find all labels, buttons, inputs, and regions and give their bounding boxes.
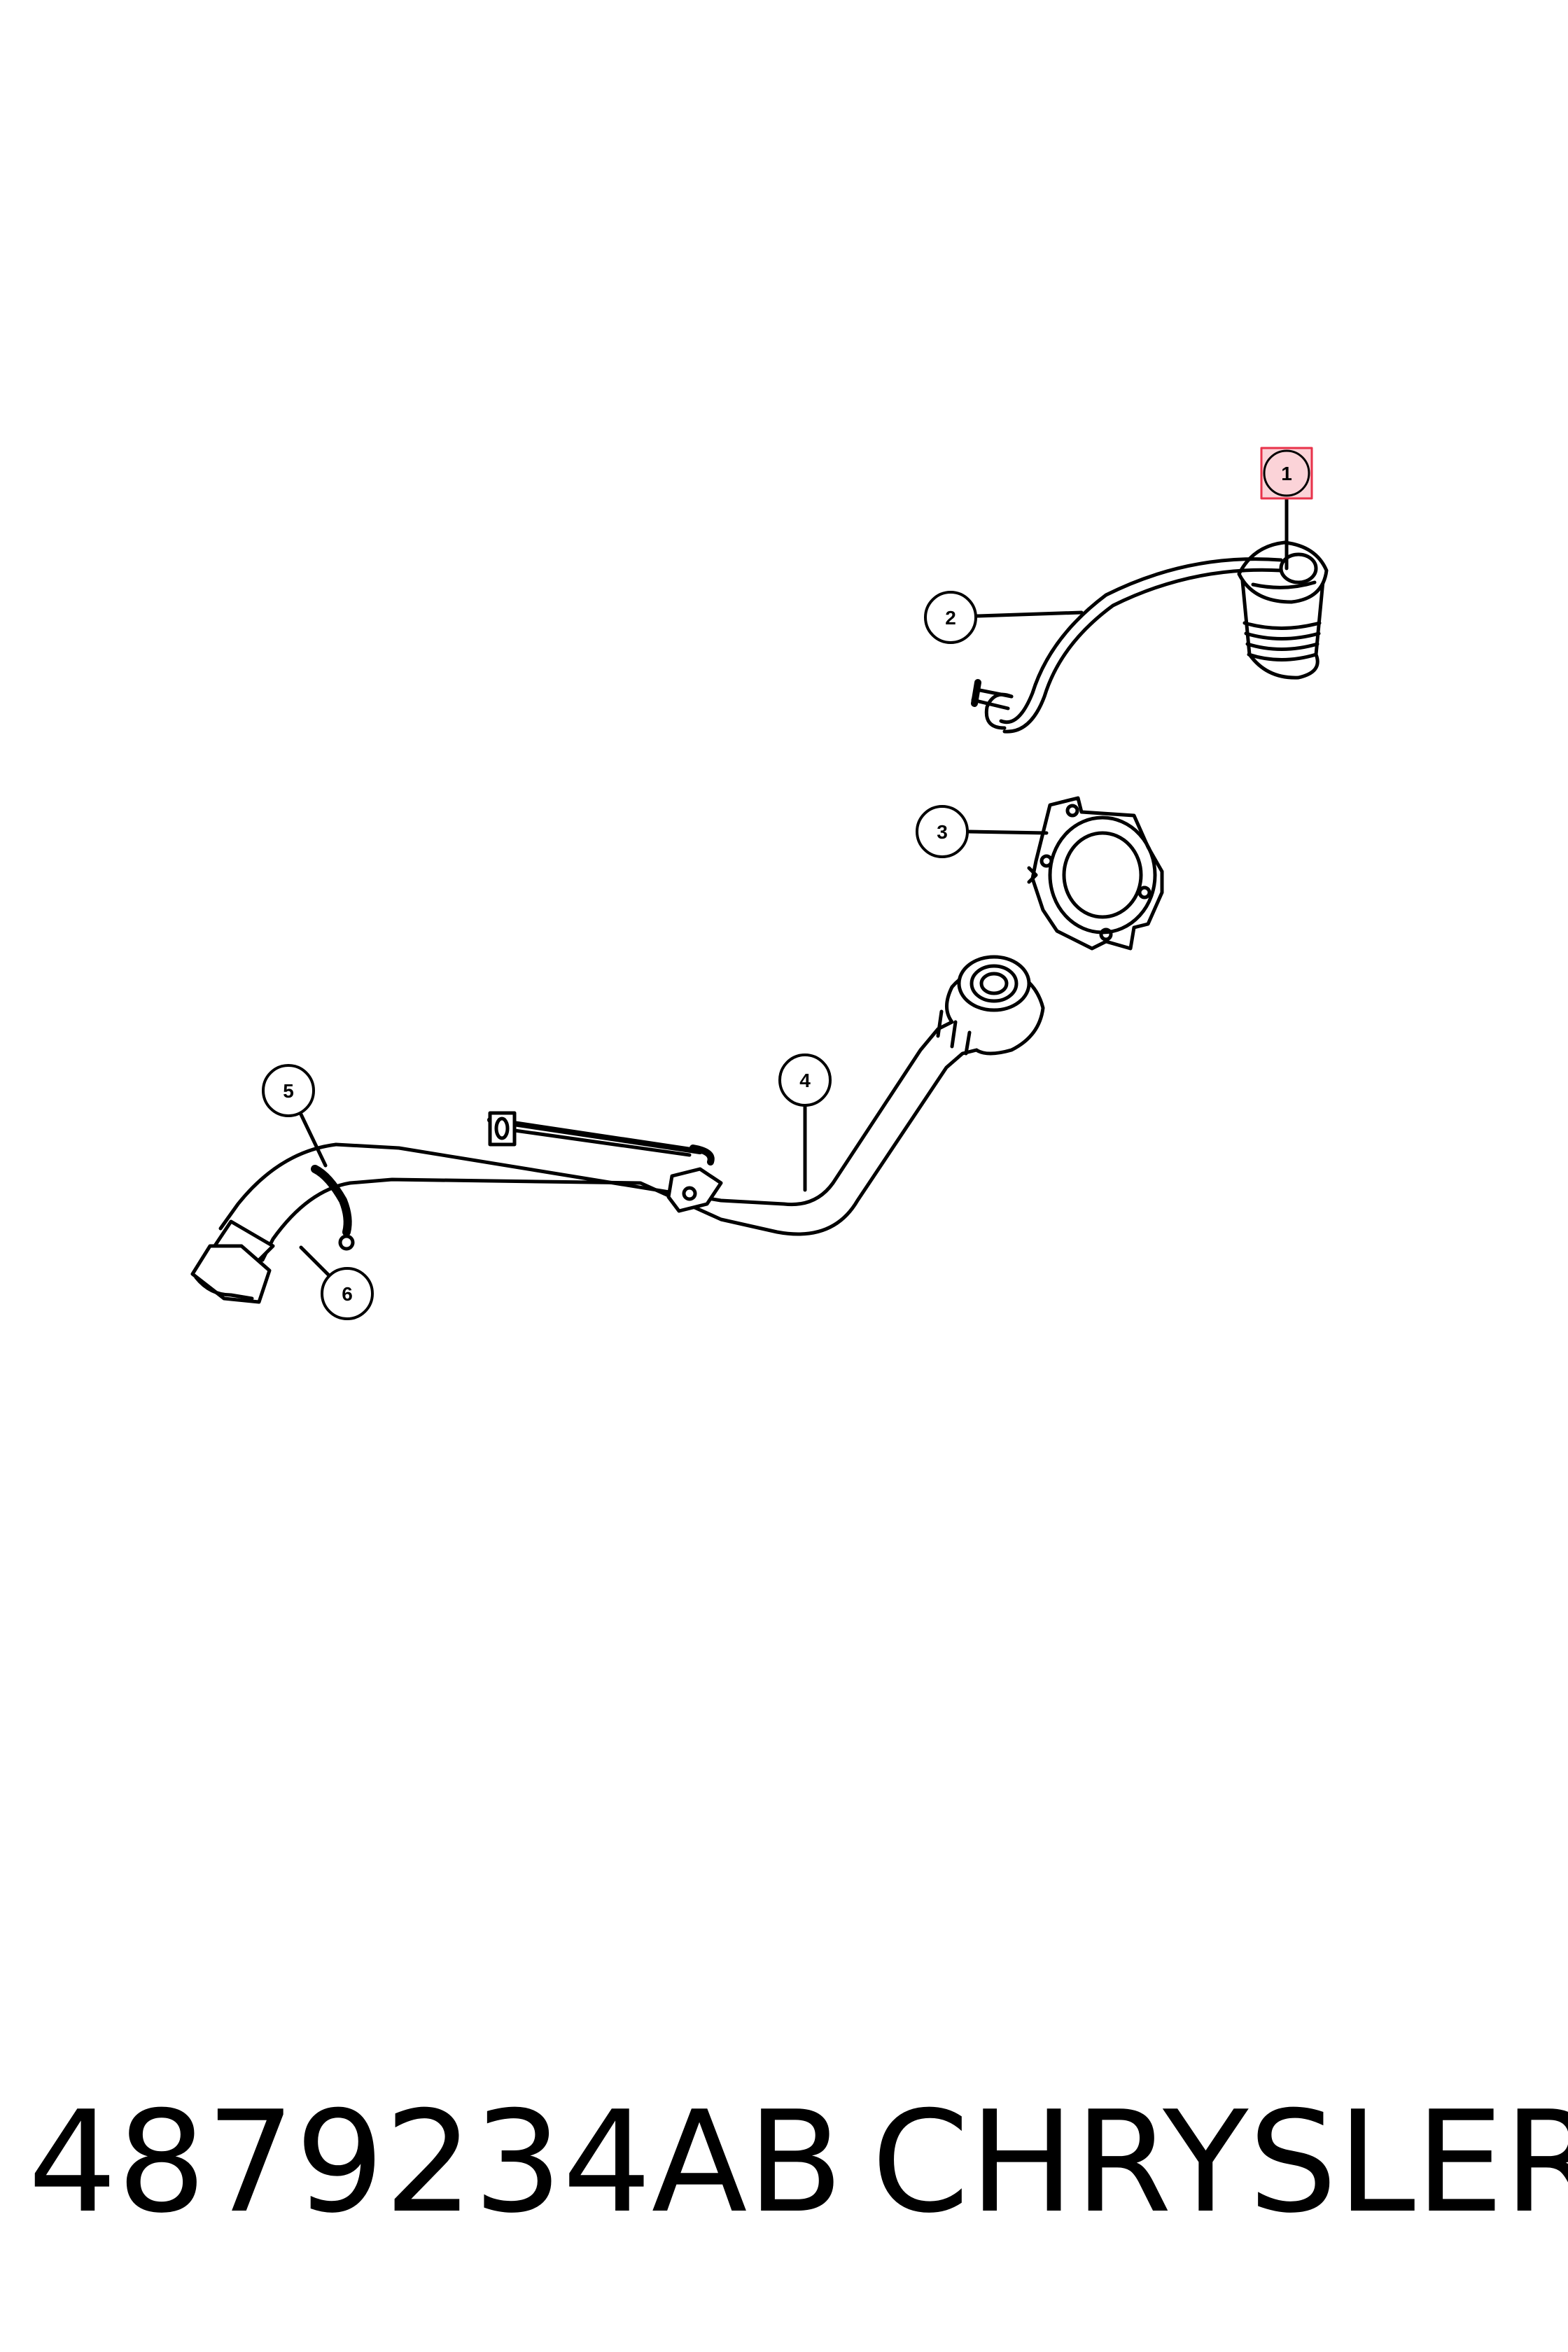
hose-clamp-part[interactable]: [311, 1165, 355, 1251]
connector-hose-part[interactable]: [190, 1142, 352, 1304]
tether-strap-part[interactable]: [971, 557, 1283, 734]
callout-6[interactable]: 6: [321, 1267, 374, 1320]
footer: 4879234AB CHRYSLER: [0, 2072, 1568, 2254]
brand-name: CHRYSLER: [872, 2081, 1568, 2244]
callout-2-label: 2: [945, 607, 956, 629]
callout-1[interactable]: 1: [1260, 447, 1313, 500]
callout-5[interactable]: 5: [262, 1064, 315, 1117]
callout-3-label: 3: [937, 821, 948, 843]
callout-3[interactable]: 3: [916, 805, 969, 858]
callout-4[interactable]: 4: [778, 1054, 832, 1107]
callout-5-label: 5: [283, 1080, 294, 1102]
filler-tube-part[interactable]: [334, 955, 1045, 1236]
part-number: 4879234AB: [28, 2081, 844, 2244]
fuel-cap-part[interactable]: [1237, 540, 1329, 680]
callout-2[interactable]: 2: [924, 591, 977, 644]
callout-6-label: 6: [342, 1283, 353, 1305]
housing-bezel-part[interactable]: [1027, 796, 1164, 951]
callout-4-label: 4: [799, 1070, 811, 1091]
leader-lines: [299, 497, 1289, 1278]
callout-1-label: 1: [1281, 463, 1292, 484]
